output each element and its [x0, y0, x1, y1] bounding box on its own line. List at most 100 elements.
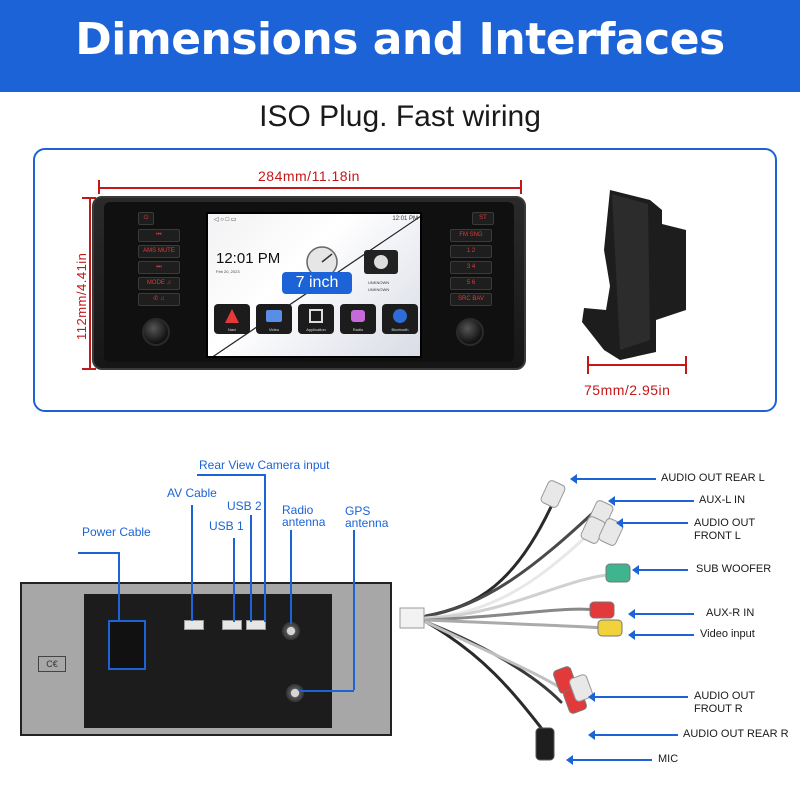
depth-dimension-label: 75mm/2.95in: [584, 382, 671, 398]
status-nav-icons: ◁ ○ □ ▭: [214, 217, 237, 223]
video-icon: [266, 310, 282, 322]
preset-1-2-button: 1 2: [450, 245, 492, 258]
label-radio-antenna-1: Radio: [282, 503, 314, 517]
usb2-line: [250, 515, 252, 622]
dimensions-frame: [33, 148, 777, 412]
app-navi-label: Navi: [227, 327, 236, 332]
arrow-aux-l-in: [608, 496, 694, 506]
label-audio-out-front-r: AUDIO OUT FROUT R: [694, 690, 756, 715]
ce-mark: C€: [38, 656, 66, 672]
gps-antenna-line-v: [353, 530, 355, 690]
app-application: Application: [298, 304, 334, 334]
phone-button: ✆ ♫: [138, 293, 180, 306]
display-screen: ◁ ○ □ ▭ 12:01 PM 12:01 PM Feb 20, 2023 U…: [206, 212, 422, 358]
prev-button: ⏮: [138, 229, 180, 242]
ams-mute-button: AMS MUTE: [138, 245, 180, 258]
screen-size-badge: 7 inch: [282, 272, 352, 294]
label-aux-l-in: AUX-L IN: [699, 494, 746, 506]
title-banner: Dimensions and Interfaces: [0, 0, 800, 92]
st-button: ST: [472, 212, 494, 225]
width-dimension-label: 284mm/11.18in: [258, 168, 360, 184]
app-video: Video: [256, 304, 292, 334]
navi-icon: [225, 309, 239, 323]
radio-icon: [351, 310, 365, 322]
usb2-connector: [246, 620, 266, 630]
screen-status-bar: ◁ ○ □ ▭ 12:01 PM: [208, 214, 420, 226]
label-mic: MIC: [658, 753, 679, 765]
height-dimension-tick-top: [82, 197, 96, 199]
arrow-aux-r-in: [628, 609, 694, 619]
power-cable-line-h: [78, 552, 118, 554]
label-audio-out-front-l: AUDIO OUT FRONT L: [694, 517, 756, 542]
page-subtitle: ISO Plug. Fast wiring: [259, 100, 541, 133]
width-dimension-tick-right: [520, 180, 522, 194]
app-radio-label: Radio: [352, 327, 364, 332]
label-audio-out-rear-l: AUDIO OUT REAR L: [661, 472, 765, 484]
height-dimension-tick-bottom: [82, 368, 96, 370]
app-bluetooth-label: Bluetooth: [391, 327, 409, 332]
label-usb2: USB 2: [227, 499, 262, 513]
av-cable-line: [191, 505, 193, 621]
track-title: UNKNOWN: [368, 280, 390, 285]
head-unit-side-view: [582, 190, 686, 360]
label-av-cable: AV Cable: [167, 486, 217, 500]
rca-connectors: [535, 480, 631, 761]
fm-sng-button: FM SNG: [450, 229, 492, 242]
rear-camera-line-v: [264, 474, 266, 622]
screen-date: Feb 20, 2023: [216, 269, 240, 274]
gps-antenna-line-h: [300, 690, 354, 692]
height-dimension-label: 112mm/4.41in: [74, 252, 89, 340]
depth-dimension-line: [588, 364, 686, 366]
depth-dimension-tick-left: [587, 356, 589, 374]
preset-5-6-button: 5 6: [450, 277, 492, 290]
radio-antenna-line: [290, 530, 292, 624]
page-title: Dimensions and Interfaces: [75, 14, 725, 65]
next-button: ⏭: [138, 261, 180, 274]
label-power-cable: Power Cable: [82, 525, 151, 539]
track-artist: UNKNOWN: [368, 287, 390, 292]
gps-antenna-port: [286, 684, 304, 702]
app-navi: Navi: [214, 304, 250, 334]
label-usb1: USB 1: [209, 519, 244, 533]
arrow-mic: [566, 755, 652, 765]
arrow-audio-out-front-l: [616, 518, 688, 528]
width-dimension-tick-left: [98, 180, 100, 194]
right-tuning-knob: [456, 318, 484, 346]
media-tile: [364, 250, 398, 274]
bluetooth-icon: [393, 309, 407, 323]
wiring-harness: [399, 480, 631, 761]
label-sub-woofer: SUB WOOFER: [696, 563, 772, 575]
width-dimension-line: [98, 187, 522, 189]
status-time: 12:01 PM: [392, 216, 418, 222]
app-video-label: Video: [268, 327, 280, 332]
arrow-sub-woofer: [632, 565, 688, 575]
arrow-audio-out-rear-r: [588, 730, 678, 740]
power-cable-line-v: [118, 552, 120, 622]
usb1-connector: [222, 620, 242, 630]
power-connector: [108, 620, 146, 670]
mode-button: MODE ♫: [138, 277, 180, 290]
rear-camera-line-h: [197, 474, 265, 476]
power-button: ⏻: [138, 212, 154, 225]
arrow-audio-out-rear-l: [570, 474, 656, 484]
arrow-audio-out-front-r: [588, 692, 688, 702]
depth-dimension-tick-right: [685, 356, 687, 374]
label-gps-antenna-1: GPS: [345, 504, 371, 518]
preset-3-4-button: 3 4: [450, 261, 492, 274]
application-icon: [309, 309, 323, 323]
radio-antenna-port: [282, 622, 300, 640]
usb1-line: [233, 538, 235, 622]
label-rear-camera: Rear View Camera input: [199, 458, 330, 472]
label-audio-out-rear-r: AUDIO OUT REAR R: [683, 728, 789, 740]
av-connector: [184, 620, 204, 630]
app-application-label: Application: [306, 327, 326, 332]
play-icon: [374, 255, 388, 269]
label-aux-r-in: AUX-R IN: [706, 607, 755, 619]
label-video-input: Video input: [700, 628, 755, 640]
left-volume-knob: [142, 318, 170, 346]
app-bluetooth: Bluetooth: [382, 304, 418, 334]
screen-clock: 12:01 PM: [216, 250, 281, 267]
src-bav-button: SRC BAV: [450, 293, 492, 306]
label-gps-antenna-2: antenna: [345, 516, 389, 530]
arrow-video-input: [628, 630, 694, 640]
